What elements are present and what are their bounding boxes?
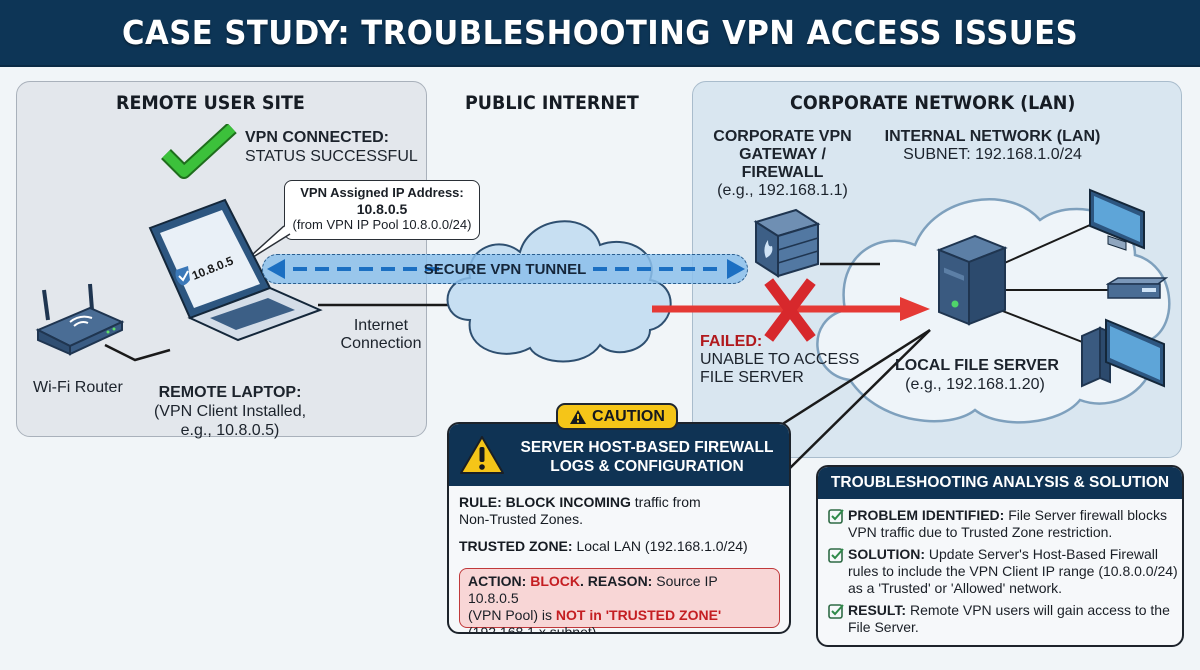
rule-key: RULE: [459,494,502,510]
server-link-workstation [999,309,1091,346]
action-value: BLOCK [530,573,580,589]
failed-heading: FAILED: [700,333,763,350]
lan-subnet: SUBNET: 192.168.1.0/24 [903,146,1082,163]
gateway-label-line3: FIREWALL [741,164,824,181]
remote-site-title: REMOTE USER SITE [116,92,305,114]
rule-text: traffic from [634,494,701,510]
failed-connection-arrow [652,297,930,321]
gateway-label-line1: CORPORATE VPN [713,128,852,145]
laptop-heading: REMOTE LAPTOP: [158,384,302,401]
callout-line-lower [787,329,931,471]
caution-badge: CAUTION [556,403,678,430]
analysis-item-text: Update Server's Host-Based Firewall rule… [848,546,1178,596]
rule-text-2: Non-Trusted Zones. [459,511,583,527]
server-link-desktop [999,224,1091,266]
reason-text: Source IP 10.8.0.5 [468,573,718,606]
vpn-status-text: STATUS SUCCESSFUL [245,148,418,165]
reason-highlight: NOT in 'TRUSTED ZONE' [555,607,722,623]
analysis-item: SOLUTION: Update Server's Host-Based Fir… [828,546,1178,597]
network-switch-icon [1106,277,1168,299]
tunnel-label: SECURE VPN TUNNEL [423,260,587,278]
failed-line2: FILE SERVER [700,369,804,386]
failed-x-icon [764,278,816,342]
desktop-monitor-icon [1089,188,1145,251]
firewall-log-header: SERVER HOST-BASED FIREWALL LOGS & CONFIG… [449,424,789,486]
block-action-alert: ACTION: BLOCK. REASON: Source IP 10.8.0.… [459,568,780,632]
callout-pool-note: (from VPN IP Pool 10.8.0.0/24) [292,217,472,232]
checkbox-checked-icon [828,604,844,619]
public-internet-title: PUBLIC INTERNET [465,92,639,114]
router-label: Wi-Fi Router [33,379,123,396]
laptop-detail-line1: (VPN Client Installed, [153,403,307,420]
warning-triangle-icon [460,436,504,474]
callout-ip: 10.8.0.5 [356,201,408,217]
gateway-ip: (e.g., 192.168.1.1) [717,182,848,199]
internet-cloud [446,220,672,363]
analysis-item-text: File Server firewall blocks VPN traffic … [848,507,1167,540]
analysis-item-key: PROBLEM IDENTIFIED: [848,507,1005,523]
reason-key: REASON: [587,573,653,589]
reason-text-2: (VPN Pool) is [468,607,553,623]
caution-label: CAUTION [592,407,665,425]
callout-heading: VPN Assigned IP Address: [300,185,464,200]
page-title: CASE STUDY: TROUBLESHOOTING VPN ACCESS I… [121,13,1079,52]
server-ip: (e.g., 192.168.1.20) [905,376,1045,393]
workstation-icon [1081,318,1165,388]
server-label: LOCAL FILE SERVER [895,357,1059,374]
vpn-status-heading: VPN CONNECTED: [245,129,390,146]
warning-small-icon [570,409,587,424]
checkbox-checked-icon [828,548,844,563]
analysis-item: RESULT: Remote VPN users will gain acces… [828,602,1178,636]
checkbox-checked-icon [828,509,844,524]
firewall-log-panel: SERVER HOST-BASED FIREWALL LOGS & CONFIG… [447,422,791,634]
internet-connection-label-2: Connection [340,335,422,352]
trusted-zone-value: Local LAN (192.168.1.0/24) [576,538,748,554]
analysis-item-text: Remote VPN users will gain access to the… [848,602,1170,635]
firewall-icon [753,208,821,278]
tunnel-arrow [267,259,745,279]
rule-action: BLOCK INCOMING [505,494,631,510]
laptop-icon: 10.8.0.5 [148,198,323,342]
action-key: ACTION: [468,573,527,589]
reason-text-3: (192.168.1.x subnet) [468,624,597,634]
failed-line1: UNABLE TO ACCESS [700,351,860,368]
analysis-item-key: RESULT: [848,602,907,618]
trusted-zone-entry: TRUSTED ZONE: Local LAN (192.168.1.0/24) [459,538,789,555]
analysis-item: PROBLEM IDENTIFIED: File Server firewall… [828,507,1178,541]
laptop-detail-line2: e.g., 10.8.0.5) [180,422,280,439]
callout-line-upper [769,328,931,434]
secure-vpn-tunnel: SECURE VPN TUNNEL [262,254,748,284]
firewall-log-title-2: LOGS & CONFIGURATION [550,458,744,475]
router-cable [104,343,171,362]
corporate-network-title: CORPORATE NETWORK (LAN) [790,92,1076,114]
analysis-item-key: SOLUTION: [848,546,925,562]
rule-entry: RULE: BLOCK INCOMING traffic from Non-Tr… [459,494,779,528]
wifi-router-icon [35,283,125,356]
success-check-icon [161,124,237,179]
firewall-log-title-1: SERVER HOST-BASED FIREWALL [520,439,774,456]
gateway-label-line2: GATEWAY / [739,146,826,163]
lan-heading: INTERNAL NETWORK (LAN) [884,128,1101,145]
file-server-icon [936,234,1008,326]
analysis-solution-panel: TROUBLESHOOTING ANALYSIS & SOLUTION PROB… [816,465,1184,647]
title-banner: CASE STUDY: TROUBLESHOOTING VPN ACCESS I… [0,0,1200,67]
assigned-ip-callout: VPN Assigned IP Address: 10.8.0.5 (from … [284,180,480,240]
analysis-heading: TROUBLESHOOTING ANALYSIS & SOLUTION [818,467,1182,499]
trusted-zone-key: TRUSTED ZONE: [459,538,573,554]
internet-connection-label-1: Internet [353,317,409,334]
